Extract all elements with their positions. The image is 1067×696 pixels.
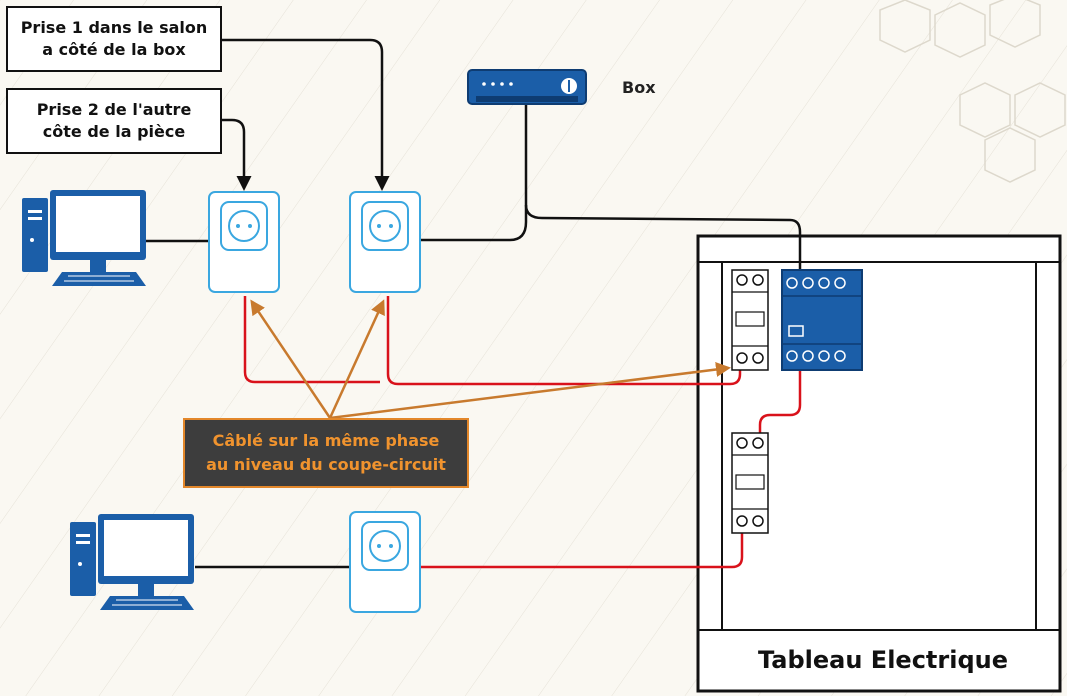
- label-prise-1-line1: Prise 1 dans le salon: [20, 18, 208, 37]
- router-box-icon: [467, 69, 587, 105]
- din-rail-module-icon: [781, 269, 863, 371]
- label-box: Box: [622, 78, 656, 97]
- annotation-note-line1: Câblé sur la même phase: [212, 431, 440, 450]
- powerline-adapter-icon: [349, 191, 421, 293]
- circuit-breaker-icon: [731, 432, 769, 534]
- label-prise-2: Prise 2 de l'autre côte de la pièce: [6, 88, 222, 154]
- network-wires: [145, 100, 802, 569]
- annotation-arrows: [250, 299, 731, 420]
- annotation-note: Câblé sur la même phase au niveau du cou…: [183, 418, 469, 488]
- powerline-adapter-icon: [349, 511, 421, 613]
- circuit-breaker-icon: [731, 269, 769, 371]
- phase-wires: [243, 296, 802, 569]
- label-prise-1: Prise 1 dans le salon a côté de la box: [6, 6, 222, 72]
- powerline-adapter-icon: [208, 191, 280, 293]
- hexagon-decoration: [879, 0, 1066, 183]
- label-arrows: [222, 38, 390, 191]
- label-prise-2-line2: côte de la pièce: [42, 122, 186, 141]
- annotation-note-line2: au niveau du coupe-circuit: [206, 455, 446, 474]
- label-prise-1-line2: a côté de la box: [42, 40, 186, 59]
- panel-title: Tableau Electrique: [758, 646, 1008, 674]
- label-prise-2-line1: Prise 2 de l'autre: [36, 100, 192, 119]
